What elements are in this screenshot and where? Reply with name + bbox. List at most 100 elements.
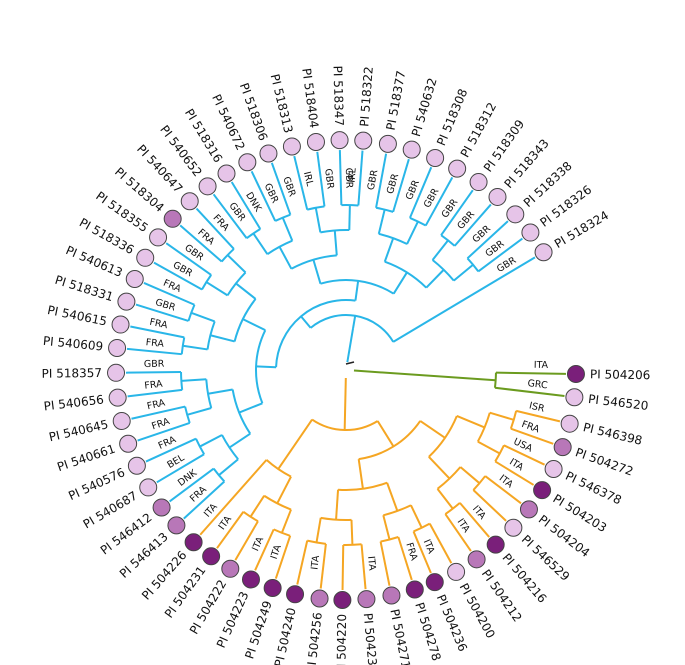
branch-segment [274, 535, 292, 579]
leaf-node [306, 132, 325, 151]
branch-segment [156, 453, 205, 484]
clade-arc [413, 522, 431, 533]
leaf-node [382, 586, 401, 605]
branch-segment [503, 444, 545, 466]
branch-segment [293, 155, 309, 210]
clade-arc [380, 536, 399, 543]
clade-arc [307, 539, 327, 545]
branch-segment [338, 150, 343, 206]
branch-segment [397, 536, 413, 581]
branch-segment [477, 440, 501, 455]
branch-segment [352, 315, 357, 329]
country-label: ITA [309, 554, 322, 570]
accession-label: PI 518313 [268, 72, 296, 134]
country-label: GBR [343, 168, 355, 189]
branch-segment [235, 282, 257, 300]
branch-segment [199, 434, 223, 448]
clade-arc [444, 502, 461, 515]
leaf-node [286, 585, 305, 604]
leaf-node [486, 535, 505, 554]
leaf-node [125, 270, 144, 289]
accession-label: PI 504206 [590, 367, 651, 382]
branch-segment [281, 217, 294, 242]
branch-segment [409, 166, 433, 219]
leaf-node [425, 573, 444, 592]
branch-segment [145, 437, 197, 463]
accession-label: PI 540645 [48, 417, 110, 444]
country-label: ISR [528, 400, 546, 414]
branch-segment [343, 399, 347, 431]
leaf-node [163, 209, 182, 228]
leaf-node [521, 223, 540, 242]
branch-segment [383, 237, 395, 263]
branch-segment [444, 513, 472, 552]
country-label: GBR [322, 168, 336, 190]
branch-segment [431, 239, 449, 261]
clade-arc [290, 254, 337, 270]
branch-segment [335, 489, 340, 520]
branch-segment [165, 242, 212, 276]
branch-segment [428, 523, 453, 564]
branch-segment [357, 150, 364, 206]
branch-segment [276, 476, 292, 504]
leaf-node [467, 550, 486, 569]
clade-arc [180, 372, 184, 390]
accession-label: PI 540656 [43, 392, 105, 413]
leaf-node [282, 137, 301, 156]
branch-segment [183, 480, 226, 520]
accession-label: PI 540661 [55, 442, 117, 475]
accession-label: PI 504256 [304, 612, 325, 665]
accession-label: PI 504220 [334, 614, 349, 665]
leaf-node [241, 570, 260, 589]
branch-segment [466, 220, 509, 260]
clade-arc [233, 298, 257, 342]
branch-segment [392, 158, 410, 213]
branch-segment [379, 541, 391, 586]
branch-segment [195, 207, 235, 250]
accession-label: PI 518331 [53, 273, 115, 304]
leaf-node [566, 365, 585, 384]
clade-arc [265, 459, 292, 478]
branch-segment [316, 151, 326, 207]
country-label: GBR [495, 255, 519, 275]
branch-segment [249, 495, 266, 518]
branch-segment [169, 467, 215, 503]
branch-segment [477, 237, 523, 273]
leaf-node [357, 590, 376, 609]
clade-arc [358, 420, 422, 461]
branch-segment [277, 418, 313, 470]
branch-segment [382, 515, 391, 540]
branch-segment [494, 386, 565, 398]
leaf-node [405, 580, 424, 599]
country-label: GRC [527, 378, 549, 391]
branch-segment [353, 369, 496, 382]
branch-segment [453, 263, 474, 282]
country-label: GBR [422, 186, 442, 210]
accession-label: PI 504272 [574, 445, 636, 478]
tree-branches [126, 150, 566, 590]
leaf-node [112, 411, 131, 430]
branch-segment [346, 328, 354, 363]
leaf-node [180, 192, 199, 211]
branch-segment [216, 511, 245, 549]
branch-segment [312, 259, 322, 284]
branch-segment [424, 176, 454, 227]
branch-segment [377, 209, 386, 235]
country-label: GBR [171, 260, 195, 280]
country-label: FRA [145, 337, 165, 350]
branch-segment [428, 456, 451, 480]
country-label: FRA [195, 227, 216, 248]
branch-segment [190, 311, 216, 323]
branch-segment [354, 280, 360, 301]
clade-arc [201, 274, 212, 290]
country-label: GBR [262, 182, 281, 206]
branch-segment [436, 488, 454, 510]
leaf-node [198, 177, 217, 196]
leaf-node [202, 547, 221, 566]
branch-segment [143, 282, 195, 306]
leaf-node [111, 315, 130, 334]
clade-arc [436, 466, 462, 490]
branch-segment [199, 459, 268, 536]
country-label: ITA [421, 538, 437, 556]
